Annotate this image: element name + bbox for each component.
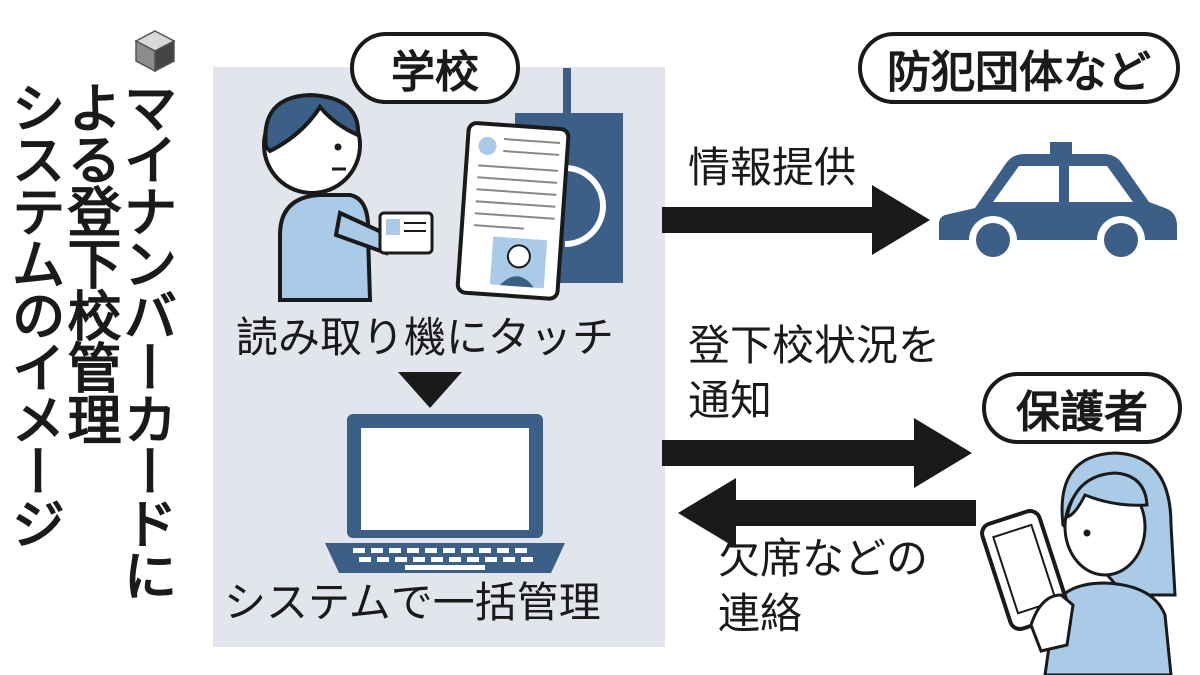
student-icon <box>262 92 434 302</box>
info-provision-label: 情報提供 <box>688 143 857 192</box>
notify-arrow <box>662 418 972 488</box>
system-label: システムで一括管理 <box>224 578 601 627</box>
touch-label: 読み取り機にタッチ <box>236 313 615 362</box>
cube-icon <box>134 30 176 73</box>
guardian-pill: 保護者 <box>982 372 1182 444</box>
school-pill: 学校 <box>350 32 520 104</box>
laptop-icon <box>325 414 565 573</box>
crime-prevention-pill: 防犯団体など <box>858 32 1180 104</box>
parent-with-phone-icon <box>980 451 1177 675</box>
car-icon <box>939 142 1177 264</box>
title-line-3: システムのイメージ <box>2 80 65 548</box>
mynumber-card-icon <box>455 121 571 301</box>
down-arrow-icon <box>398 372 462 408</box>
notify-label-line-1: 登下校状況を <box>688 321 941 370</box>
notify-label-line-2: 通知 <box>688 376 773 425</box>
title-line-2: よる登下校管理 <box>58 80 121 444</box>
absence-arrow <box>678 478 976 548</box>
info-arrow <box>662 185 930 255</box>
absence-label-line-2: 連絡 <box>718 589 803 638</box>
absence-label-line-1: 欠席などの <box>718 534 929 583</box>
title-line-1: マイナンバーカードに <box>114 80 177 600</box>
